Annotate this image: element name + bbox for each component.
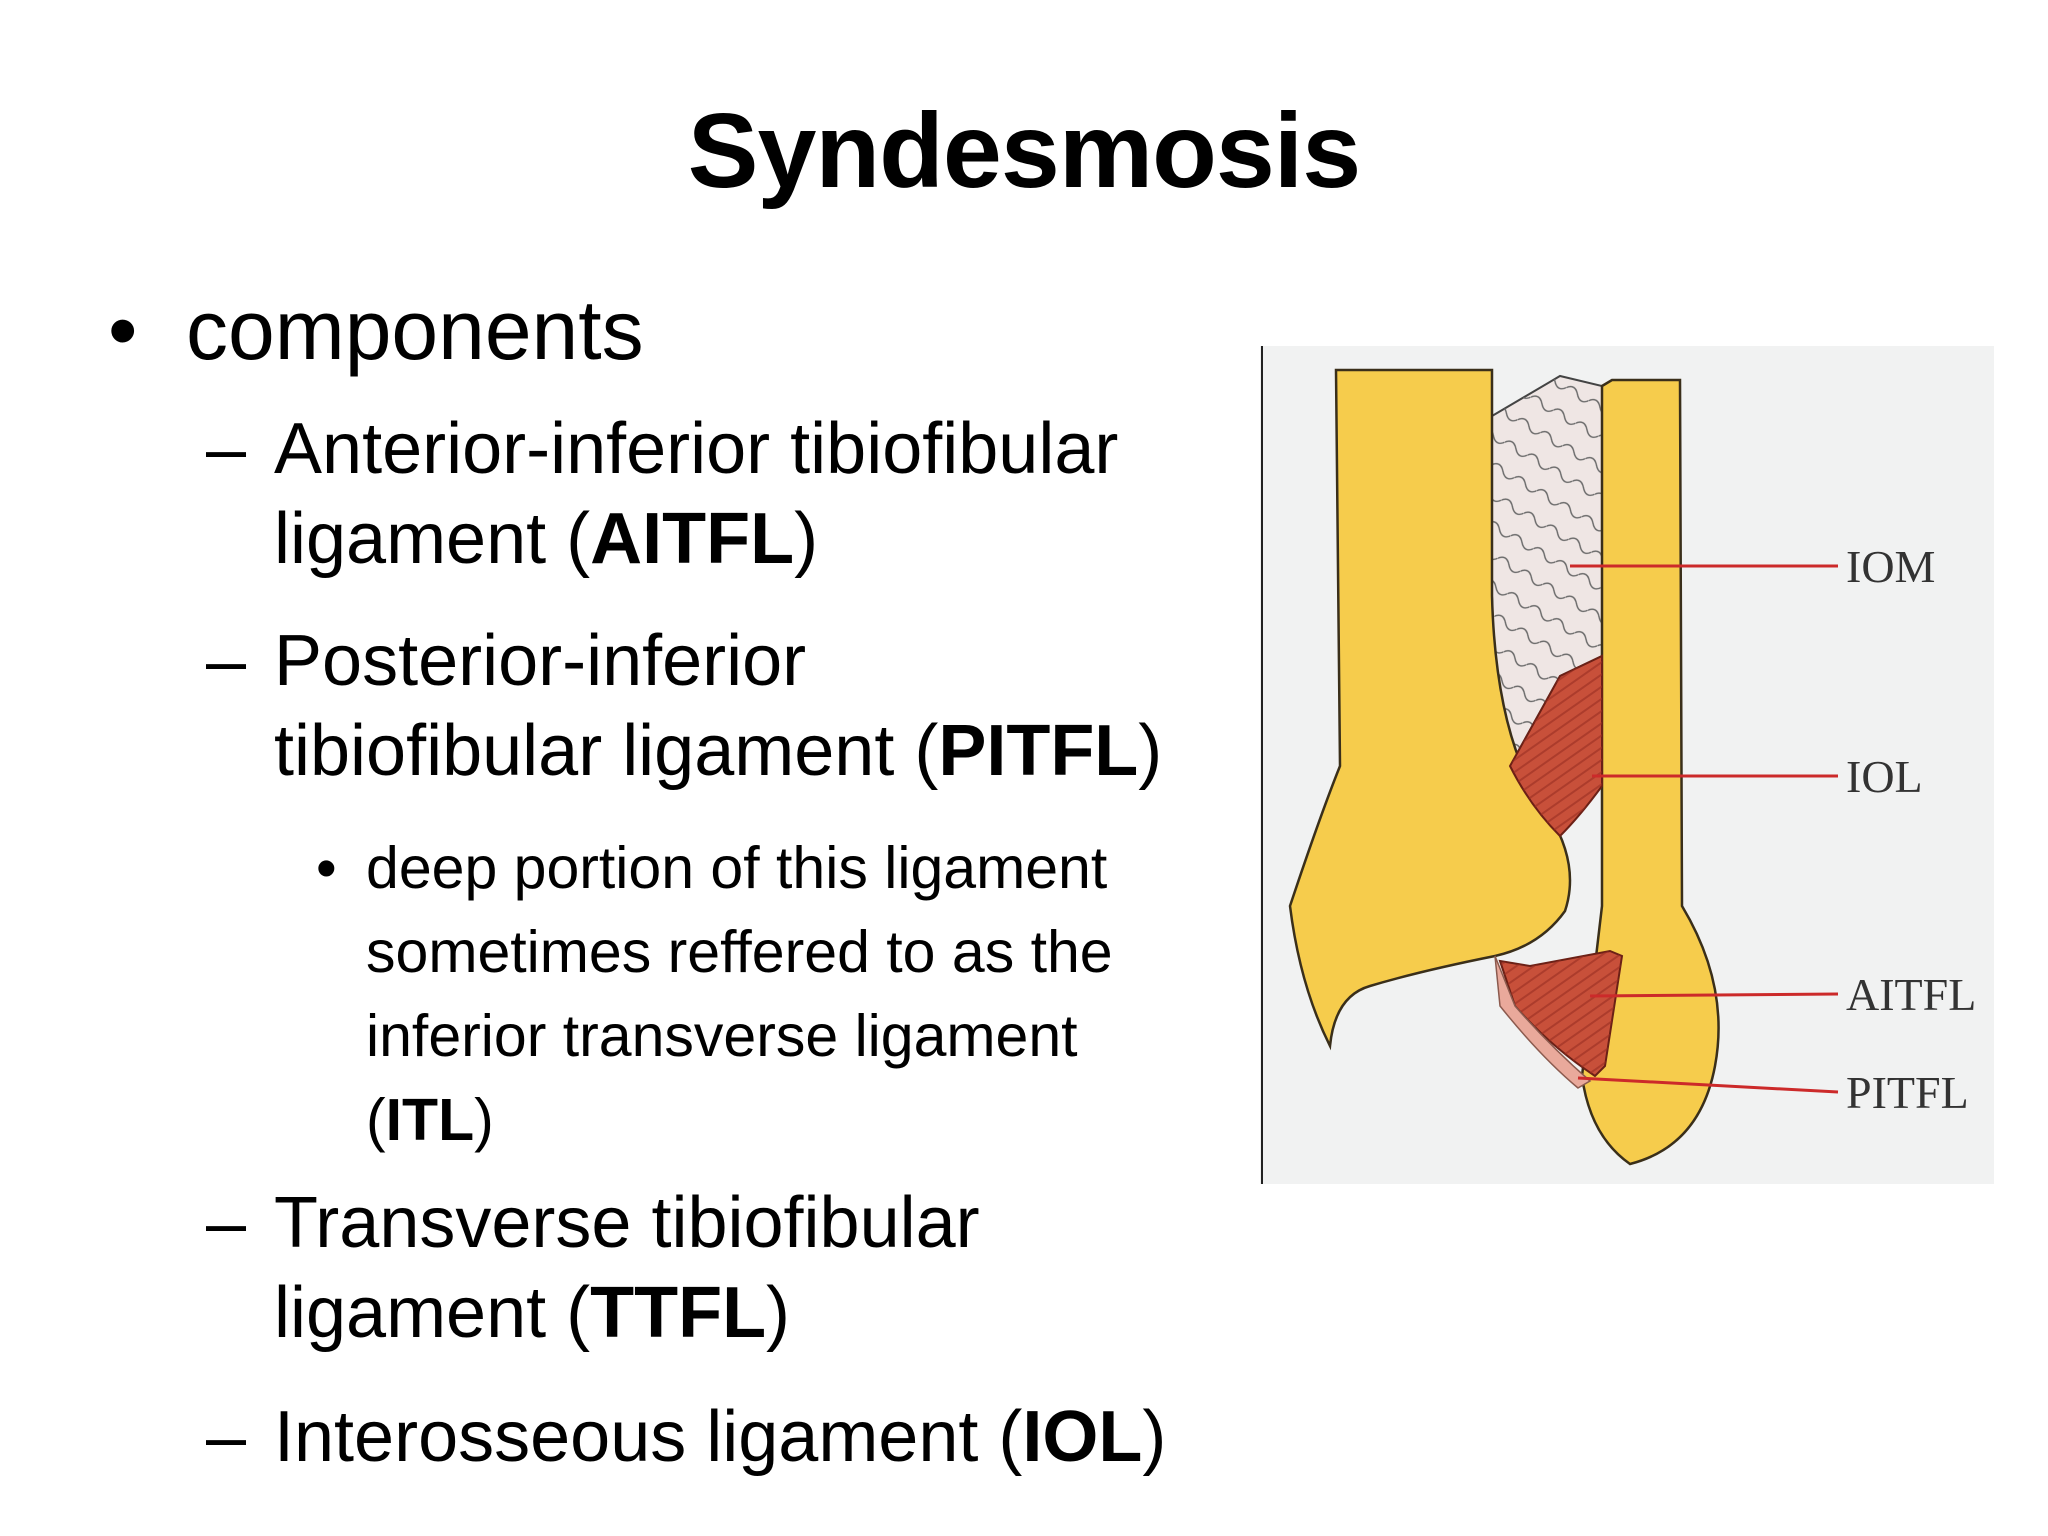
- bullet-marker: •: [108, 283, 138, 377]
- dash-marker: –: [206, 1397, 247, 1477]
- leader-line-pitfl: [1577, 1076, 1839, 1094]
- label-pitfl: PITFL: [1846, 1067, 1969, 1118]
- small-bullet-marker: •: [316, 835, 337, 901]
- item-line: Posterior-inferior: [274, 621, 807, 701]
- item-line: ligament (TTFL): [274, 1273, 791, 1353]
- pitfl-shape: [1494, 955, 1592, 1089]
- dash-marker: –: [206, 621, 247, 701]
- item-line: tibiofibular ligament (PITFL): [274, 711, 1163, 791]
- label-aitfl: AITFL: [1846, 969, 1977, 1020]
- dash-marker: –: [206, 1183, 247, 1263]
- item-line: ligament (AITFL): [274, 499, 819, 579]
- dash-marker: –: [206, 409, 247, 489]
- sub-line: sometimes reffered to as the: [366, 919, 1113, 985]
- bullet-text: components: [186, 283, 644, 377]
- label-iom: IOM: [1846, 541, 1936, 592]
- syndesmosis-diagram: IOM IOL AITFL PITFL: [1260, 346, 1994, 1184]
- item-line: Transverse tibiofibular: [274, 1183, 980, 1263]
- item-line: Interosseous ligament (IOL): [274, 1397, 1167, 1477]
- sub-line: deep portion of this ligament: [366, 835, 1108, 901]
- slide-title: Syndesmosis: [687, 92, 1361, 210]
- leader-line-aitfl: [1589, 992, 1839, 998]
- ankle-illustration: [1260, 346, 1994, 1184]
- sub-line: (ITL): [366, 1087, 494, 1153]
- item-line: Anterior-inferior tibiofibular: [274, 409, 1119, 489]
- sub-line: inferior transverse ligament: [366, 1003, 1078, 1069]
- label-iol: IOL: [1846, 751, 1923, 802]
